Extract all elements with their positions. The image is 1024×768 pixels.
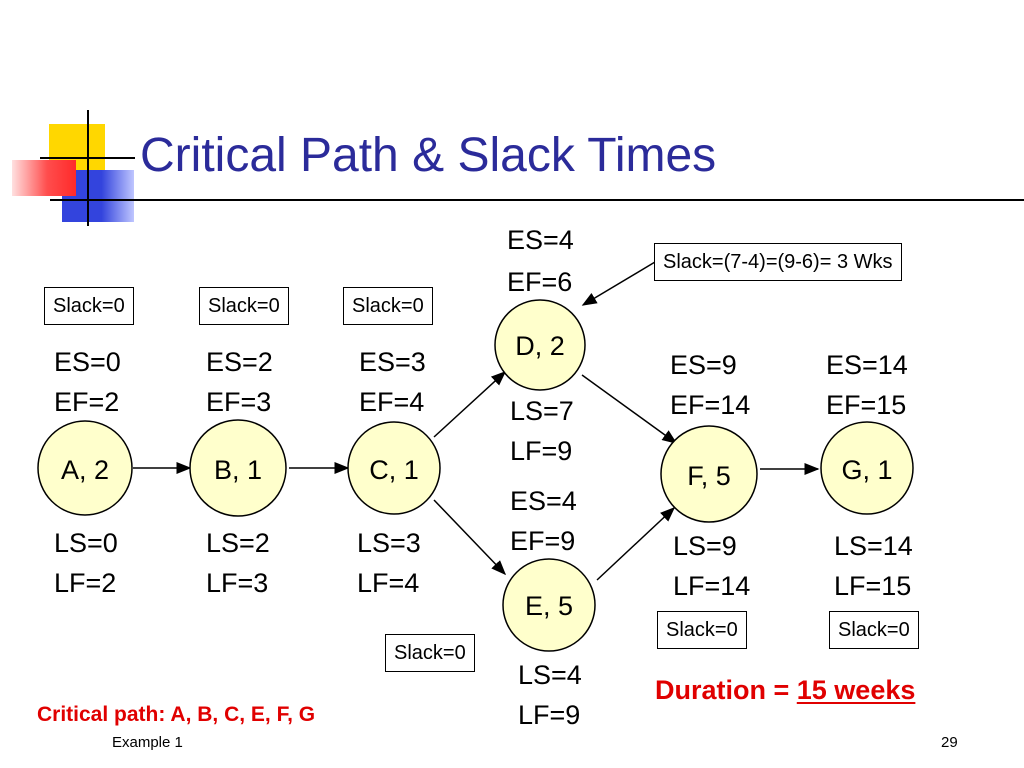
node-b-ef: EF=3 — [206, 387, 272, 417]
node-c-es: ES=3 — [359, 347, 426, 377]
node-b-es: ES=2 — [206, 347, 273, 377]
deco-horizontal-line — [40, 157, 135, 159]
node-g-circle — [820, 421, 914, 515]
node-e-ls: LS=4 — [518, 660, 582, 690]
title-divider — [50, 199, 1024, 201]
node-d-es: ES=4 — [507, 225, 574, 255]
node-e-circle — [502, 558, 596, 652]
node-b-slack-box: Slack=0 — [199, 287, 289, 325]
page-number: 29 — [941, 734, 958, 751]
node-g-es: ES=14 — [826, 350, 908, 380]
node-g-ef: EF=15 — [826, 390, 907, 420]
node-e-ef: EF=9 — [510, 526, 576, 556]
node-g-lf: LF=15 — [834, 571, 912, 601]
arrow-d-f — [581, 374, 678, 444]
node-c-lf: LF=4 — [357, 568, 420, 598]
node-c-ef: EF=4 — [359, 387, 425, 417]
node-g-label: G, 1 — [841, 455, 893, 485]
node-f-circle — [660, 425, 758, 523]
node-e-lf: LF=9 — [518, 700, 581, 730]
footer-label: Example 1 — [112, 734, 183, 751]
duration-text: Duration = 15 weeks — [655, 675, 915, 706]
node-c-ls: LS=3 — [357, 528, 421, 558]
node-d-ef: EF=6 — [507, 267, 573, 297]
arrow-c-d — [433, 370, 507, 438]
node-f-lf: LF=14 — [673, 571, 751, 601]
node-c-circle — [347, 421, 441, 515]
node-b-ls: LS=2 — [206, 528, 270, 558]
node-b-lf: LF=3 — [206, 568, 269, 598]
node-g-slack-box: Slack=0 — [829, 611, 919, 649]
duration-value: 15 weeks — [796, 675, 916, 705]
node-c-label: C, 1 — [369, 455, 419, 485]
node-a-label: A, 2 — [60, 455, 110, 485]
node-d-ls: LS=7 — [510, 396, 574, 426]
arrow-slack-callout — [581, 261, 656, 306]
node-e-label: E, 5 — [524, 591, 574, 621]
arrow-e-f — [596, 506, 676, 581]
deco-red-square — [12, 160, 76, 196]
node-a-lf: LF=2 — [54, 568, 117, 598]
node-d-lf: LF=9 — [510, 436, 573, 466]
node-a-slack-box: Slack=0 — [44, 287, 134, 325]
node-f-ef: EF=14 — [670, 390, 751, 420]
node-d-slack-box: Slack=(7-4)=(9-6)= 3 Wks — [654, 243, 902, 281]
node-g-ls: LS=14 — [834, 531, 913, 561]
node-d-circle — [494, 299, 586, 391]
node-a-circle — [37, 420, 133, 516]
node-b-label: B, 1 — [213, 455, 263, 485]
node-f-label: F, 5 — [687, 461, 731, 491]
node-a-ef: EF=2 — [54, 387, 120, 417]
node-b-circle — [189, 419, 287, 517]
duration-label: Duration = — [655, 675, 797, 705]
critical-path-text: Critical path: A, B, C, E, F, G — [37, 703, 316, 726]
node-e-slack-box: Slack=0 — [385, 634, 475, 672]
node-f-es: ES=9 — [670, 350, 737, 380]
node-a-ls: LS=0 — [54, 528, 118, 558]
node-d-label: D, 2 — [515, 331, 565, 361]
slide-title: Critical Path & Slack Times — [140, 129, 717, 182]
node-a-es: ES=0 — [54, 347, 121, 377]
node-e-es: ES=4 — [510, 486, 577, 516]
node-c-slack-box: Slack=0 — [343, 287, 433, 325]
arrow-c-e — [433, 499, 507, 576]
deco-vertical-line — [87, 110, 89, 226]
node-f-ls: LS=9 — [673, 531, 737, 561]
node-f-slack-box: Slack=0 — [657, 611, 747, 649]
